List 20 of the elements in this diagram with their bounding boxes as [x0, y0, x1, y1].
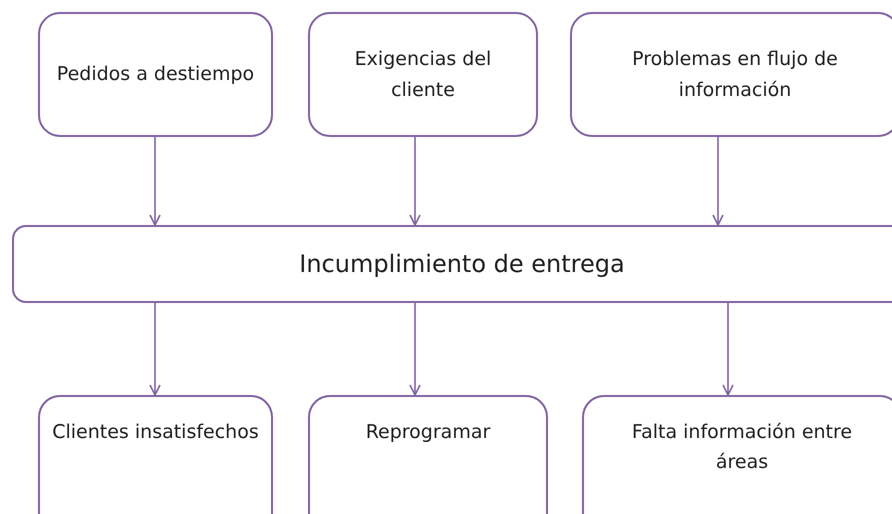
process-box: [582, 395, 892, 514]
process-box: [308, 12, 538, 137]
process-box: [38, 395, 273, 514]
process-box: [38, 12, 273, 137]
node-text: Problemas en flujo de información: [631, 47, 839, 102]
process-box: [308, 395, 548, 514]
node-text: Clientes insatisfechos: [51, 420, 260, 445]
node-text: Exigencias del cliente: [354, 47, 492, 102]
arrow: [409, 137, 421, 226]
arrow: [409, 303, 421, 396]
node-text: Pedidos a destiempo: [56, 62, 256, 88]
arrow: [149, 137, 161, 226]
node-text: Reprogramar: [364, 420, 492, 445]
arrow: [149, 303, 161, 396]
process-bar: [12, 225, 892, 303]
process-box: [570, 12, 892, 137]
arrow: [712, 137, 724, 226]
node-text: Falta información entre áreas: [630, 420, 854, 476]
node-text: Incumplimiento de entrega: [298, 248, 626, 280]
arrow: [722, 303, 734, 396]
